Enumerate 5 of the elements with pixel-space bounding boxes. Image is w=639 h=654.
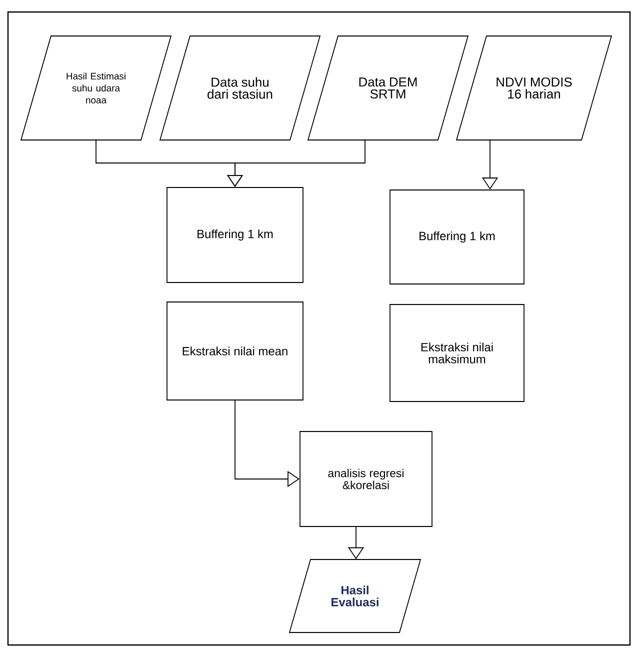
process-box: Buffering 1 km [390, 190, 524, 284]
process-box: analisis regresi &korelasi [300, 431, 432, 527]
process-box: Ekstraksi nilai mean [166, 302, 304, 400]
process-box: Buffering 1 km [166, 187, 304, 283]
process-box: Ekstraksi nilai maksimum [390, 304, 524, 402]
